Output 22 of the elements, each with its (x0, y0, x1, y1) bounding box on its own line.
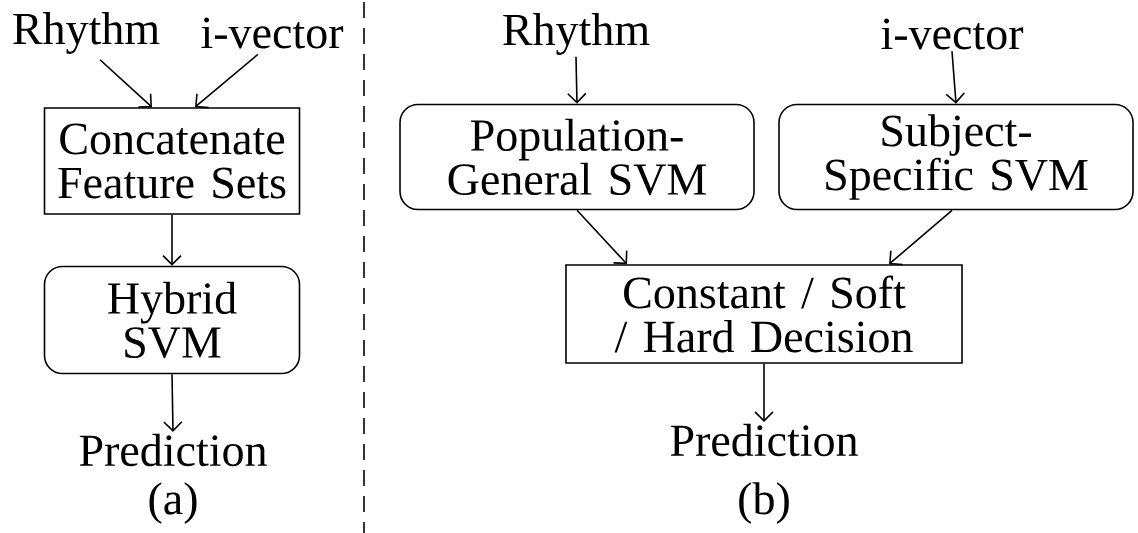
arrow (163, 373, 183, 433)
arrow (567, 55, 587, 104)
input-label: i-vector (881, 18, 1024, 50)
process-box: Concatenate Feature Sets (43, 107, 301, 215)
rounded-box: Hybrid SVM (43, 265, 301, 375)
arrow (99, 58, 152, 108)
rounded-box: Population-General SVM (399, 103, 755, 211)
arrow (162, 214, 182, 266)
input-label: i-vector (201, 17, 344, 49)
input-label: Rhythm (13, 12, 160, 54)
input-label: Rhythm (503, 13, 650, 55)
panel-label: (b) (739, 482, 789, 524)
arrow (195, 53, 259, 109)
output-label: Prediction (79, 433, 267, 467)
arrow (754, 363, 774, 423)
output-label: Prediction (670, 423, 858, 457)
rounded-box: Subject-Specific SVM (778, 103, 1134, 211)
panel-label: (a) (149, 482, 197, 524)
process-box: Constant / Soft / Hard Decision (565, 264, 963, 364)
arrow (945, 50, 965, 104)
arrow (889, 209, 953, 266)
arrow (576, 209, 628, 265)
